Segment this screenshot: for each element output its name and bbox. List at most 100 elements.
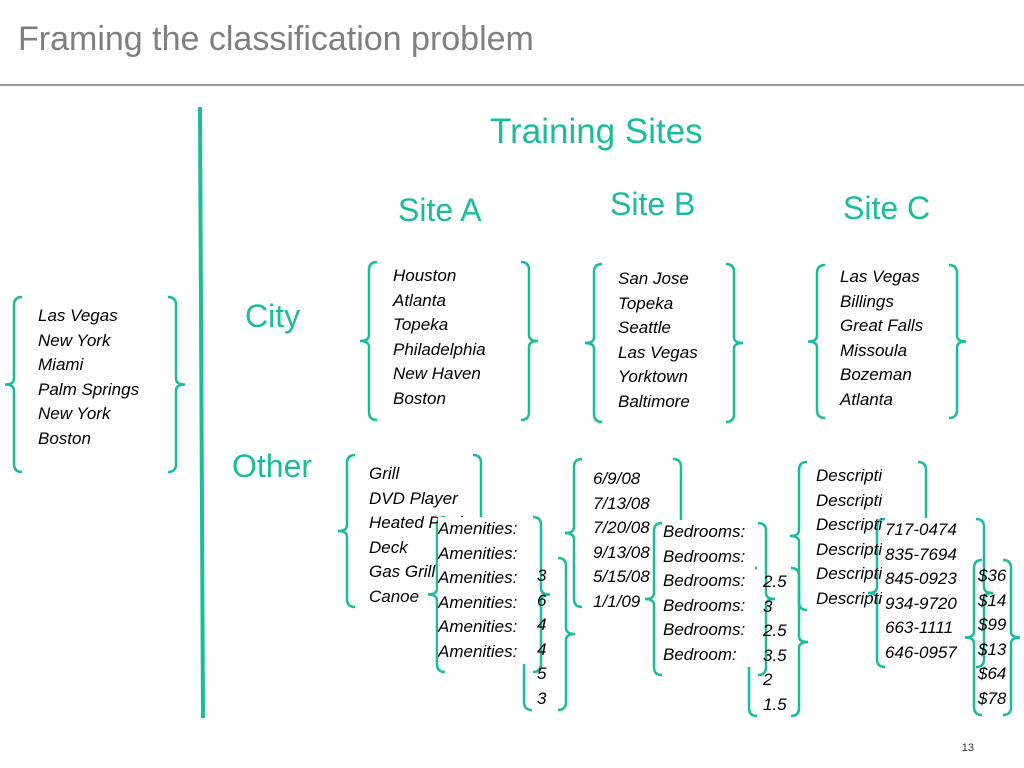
bedroom-value: 2.5 (763, 572, 787, 591)
other-item: Deck (369, 537, 408, 557)
city-item: Topeka (393, 315, 449, 334)
description-label: Description: (816, 539, 882, 559)
amenity-label: Amenities: (438, 592, 518, 612)
description-label: Description: (816, 490, 882, 510)
city-item: Missoula (840, 340, 908, 360)
bedroom-label: Bedrooms: (663, 522, 746, 541)
amenity-value: 4 (537, 639, 547, 659)
price-item: $36 (978, 566, 1007, 585)
phone-item: 835-7694 (885, 544, 957, 564)
site-c-prices-braces (964, 558, 1021, 717)
amenity-label: Amenities: (438, 568, 518, 587)
phone-item: 934-9720 (885, 593, 957, 613)
city-item: Topeka (618, 293, 674, 313)
price-item: $14 (978, 590, 1007, 610)
other-label: Other (232, 448, 313, 484)
amenity-value: 4 (537, 615, 547, 634)
amenity-label: Amenities: (438, 543, 518, 563)
site-b-dates: 6/9/08 7/13/08 7/20/08 9/13/08 5/15/08 1/1/09 (593, 467, 663, 614)
divider-line (198, 106, 205, 719)
date-item: 6/9/08 (593, 469, 641, 488)
amenity-label: Amenities: (438, 519, 518, 538)
site-c-descriptions: Description: Description: Description: Desc… (816, 464, 882, 611)
site-a-amenities-braces (427, 515, 551, 674)
bedroom-label: Bedroom: (663, 644, 737, 664)
site-c-phones-braces (867, 517, 994, 669)
bedroom-value: 1.5 (763, 694, 787, 714)
city-item: Yorktown (618, 367, 688, 386)
phone-item: 845-0923 (885, 569, 957, 588)
city-item: New York (38, 330, 111, 350)
amenity-label: Amenities: (438, 641, 518, 661)
other-item: Gas Grill (369, 562, 436, 581)
bedroom-label: Bedrooms: (663, 595, 746, 615)
description-label: Description: (816, 588, 882, 608)
phone-item: 717-0474 (885, 520, 957, 539)
price-item: $99 (978, 615, 1007, 634)
site-a-amenity-values: 3 6 4 4 5 3 (537, 564, 546, 711)
site-b-cities-braces (584, 262, 744, 424)
city-item: Miami (38, 355, 84, 374)
bedroom-value: 2 (763, 670, 773, 689)
city-item: Las Vegas (38, 306, 118, 325)
city-item: Baltimore (618, 391, 690, 411)
city-label: City (245, 298, 301, 334)
amenity-value: 5 (537, 664, 547, 683)
date-item: 1/1/09 (593, 591, 641, 611)
description-label: Description: (816, 564, 882, 583)
city-item: Bozeman (840, 365, 912, 384)
city-item: Boston (38, 428, 91, 448)
site-b-label: Site B (610, 186, 696, 222)
amenity-value: 3 (537, 566, 547, 585)
site-c-label: Site C (843, 190, 931, 226)
other-item: Grill (369, 464, 400, 483)
phone-item: 663-1111 (885, 618, 954, 637)
slide-title: Framing the classification problem (18, 20, 534, 58)
city-item: Great Falls (840, 316, 924, 335)
bedroom-label: Bedrooms: (663, 546, 746, 566)
site-b-bedroom-labels: Bedrooms: Bedrooms: Bedrooms: Bedrooms: Bedr… (663, 520, 755, 667)
site-c-prices: $36 $14 $99 $13 $64 $78 (978, 564, 1006, 711)
amenity-value: 6 (537, 590, 547, 610)
price-item: $13 (978, 639, 1007, 659)
city-item: Atlanta (393, 290, 446, 310)
bedroom-label: Bedrooms: (663, 571, 746, 590)
city-item: Palm Springs (38, 379, 140, 399)
test-site-cities-braces (4, 295, 186, 474)
other-item: Canoe (369, 586, 420, 606)
city-item: Atlanta (840, 389, 893, 409)
site-b-bedroom-labels-braces (644, 521, 776, 677)
city-item: Billings (840, 291, 894, 311)
bedroom-label: Bedrooms: (663, 620, 746, 639)
training-sites-label: Training Sites (490, 112, 703, 151)
price-item: $64 (978, 664, 1007, 683)
site-a-amenities: Amenities: Amenities: Amenities: Amenities:… (438, 517, 533, 664)
price-item: $78 (978, 688, 1007, 708)
city-item: San Jose (618, 269, 689, 288)
amenity-value: 3 (537, 688, 547, 708)
date-item: 9/13/08 (593, 542, 650, 562)
date-item: 7/20/08 (593, 518, 650, 537)
page-number: 13 (961, 742, 974, 754)
site-a-cities-braces (359, 260, 539, 422)
bedroom-value: 3 (763, 596, 773, 616)
site-a-label: Site A (398, 192, 482, 228)
city-item: Houston (393, 266, 457, 285)
city-item: Las Vegas (840, 267, 920, 286)
other-item: DVD Player (369, 488, 458, 508)
city-item: Las Vegas (618, 342, 698, 362)
description-label: Description: (816, 515, 882, 534)
phone-item: 646-0957 (885, 642, 957, 662)
date-item: 7/13/08 (593, 493, 650, 513)
city-item: New Haven (393, 364, 481, 383)
description-label: Description: (816, 466, 882, 485)
site-c-cities-braces (807, 263, 967, 420)
date-item: 5/15/08 (593, 567, 650, 586)
bedroom-value: 3.5 (763, 645, 787, 665)
